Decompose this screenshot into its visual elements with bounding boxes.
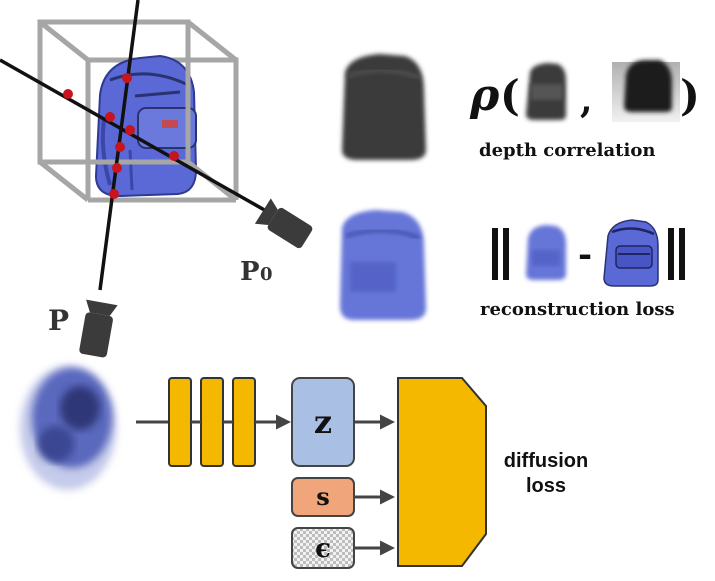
- blurry-novel-view: [20, 366, 116, 490]
- scene-3d: [0, 0, 269, 291]
- camera-icon: [254, 198, 313, 249]
- sample-point: [115, 142, 125, 152]
- close-paren: ): [680, 71, 700, 120]
- sample-point: [63, 89, 73, 99]
- s-label: s: [316, 482, 330, 511]
- rendered-color-view: [340, 210, 426, 320]
- sample-point: [109, 189, 119, 199]
- label-p0: P 0: [240, 257, 273, 287]
- open-paren: (: [500, 71, 520, 120]
- diffusion-loss-line1: diffusion: [504, 450, 588, 472]
- sample-point: [125, 125, 135, 135]
- comma: ,: [580, 79, 593, 121]
- encoder-blocks: [168, 377, 256, 467]
- encoder-block: [168, 377, 192, 467]
- backpack-object: [94, 54, 198, 198]
- diffusion-pipeline: z s ϵ diffusion loss: [136, 377, 588, 569]
- depth-correlation-title: depth correlation: [479, 140, 655, 161]
- sample-points: [63, 73, 179, 199]
- camera-p0-subscript: 0: [260, 264, 273, 285]
- rho-symbol: ρ: [469, 70, 500, 121]
- depth-thumb-rendered: [526, 63, 566, 120]
- diffusion-loss-line2: loss: [526, 475, 566, 497]
- recon-thumb-rendered: [526, 225, 566, 280]
- encoder-block: [200, 377, 224, 467]
- reconstruction-loss-formula: - reconstruction loss: [480, 219, 685, 320]
- z-label: z: [314, 403, 332, 441]
- camera-p-label: P: [48, 304, 69, 337]
- diffusion-model-block: [397, 377, 487, 567]
- rendered-depth-view: [342, 54, 426, 160]
- norm-bar-left: [492, 228, 509, 280]
- epsilon-label: ϵ: [315, 534, 331, 564]
- minus-sign: -: [578, 235, 592, 275]
- depth-thumb-reference: [612, 60, 680, 122]
- recon-thumb-reference: [603, 219, 659, 287]
- norm-bar-right: [668, 228, 685, 280]
- encoder-block: [232, 377, 256, 467]
- reconstruction-loss-title: reconstruction loss: [480, 299, 675, 320]
- depth-correlation-formula: ρ ( , ) depth correlation: [469, 60, 700, 161]
- sample-point: [112, 163, 122, 173]
- sample-point: [169, 151, 179, 161]
- sample-point: [105, 112, 115, 122]
- sample-point: [122, 73, 132, 83]
- camera-p0-label: P: [240, 257, 260, 287]
- ray-from-p0: [0, 58, 269, 214]
- camera-icon: [79, 299, 118, 358]
